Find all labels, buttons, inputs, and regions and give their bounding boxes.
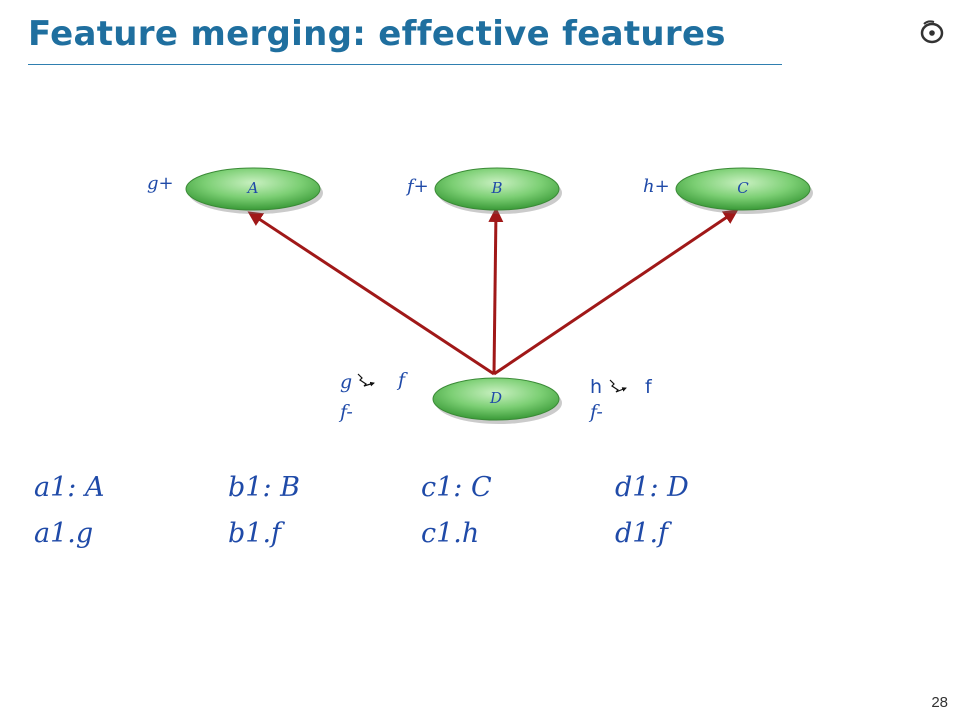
title-underline bbox=[28, 64, 782, 65]
eiffel-logo-icon bbox=[920, 20, 944, 44]
class-label-c: C bbox=[737, 179, 749, 197]
call-b1-f: b1.f bbox=[228, 518, 282, 549]
feature-label-b: f+ bbox=[405, 176, 429, 197]
slide-title: Feature merging: effective features bbox=[28, 14, 726, 54]
inherit-arrow-d-a bbox=[247, 211, 495, 376]
class-node-d: D bbox=[432, 377, 562, 424]
inherit-arrow-d-c bbox=[493, 209, 739, 376]
undefine-right: f- bbox=[588, 401, 603, 423]
declaration-d1: d1: D bbox=[615, 472, 689, 503]
page-number: 28 bbox=[931, 694, 948, 711]
call-d1-f: d1.f bbox=[615, 518, 669, 549]
inherit-arrow-d-b bbox=[488, 207, 504, 375]
class-node-b: B bbox=[434, 167, 562, 214]
rename-left-arrow-icon bbox=[357, 373, 375, 387]
rename-left-to: f bbox=[396, 369, 408, 391]
rename-right-arrow-icon bbox=[609, 379, 627, 393]
class-label-d: D bbox=[489, 389, 502, 407]
feature-label-a: g+ bbox=[147, 173, 174, 194]
class-label-b: B bbox=[490, 179, 502, 197]
call-c1-h: c1.h bbox=[421, 518, 480, 549]
class-node-a: A bbox=[185, 167, 323, 214]
undefine-left: f- bbox=[338, 401, 353, 423]
rename-right-to: f bbox=[645, 376, 653, 398]
call-a1-g: a1.g bbox=[34, 518, 94, 549]
class-node-c: C bbox=[675, 167, 813, 214]
declaration-b1: b1: B bbox=[228, 472, 300, 503]
rename-left-from: g bbox=[340, 371, 352, 393]
declaration-a1: a1: A bbox=[34, 472, 105, 503]
declaration-c1: c1: C bbox=[421, 472, 492, 503]
rename-right-from: h bbox=[590, 376, 602, 398]
feature-label-c: h+ bbox=[643, 176, 670, 197]
class-label-a: A bbox=[246, 179, 259, 197]
